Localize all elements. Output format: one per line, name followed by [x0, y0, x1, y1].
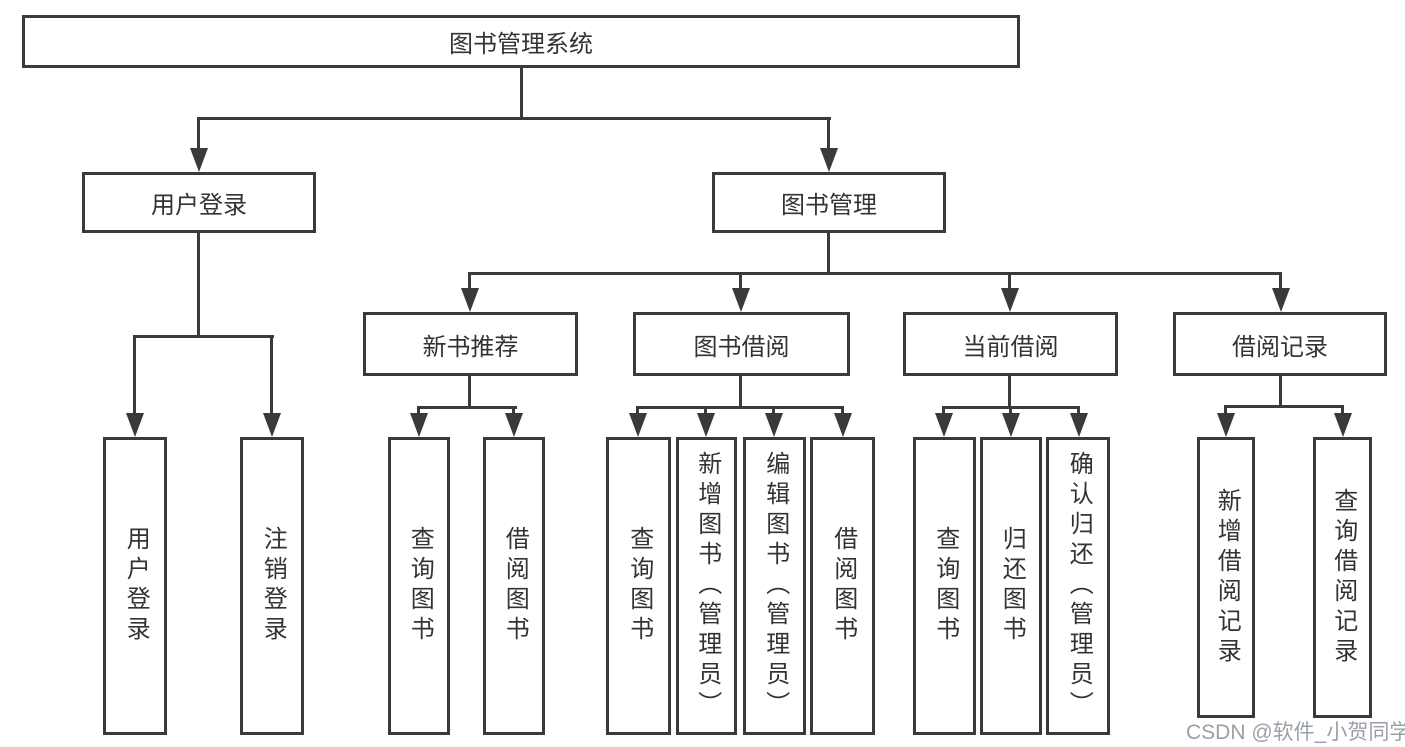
connector-line: [1341, 405, 1344, 415]
connector-line: [468, 376, 471, 407]
connector-line: [512, 406, 515, 415]
connector-line: [417, 406, 517, 409]
arrow-down-icon: [190, 148, 208, 172]
node-label: 图书管理: [781, 192, 877, 219]
arrow-down-icon: [1272, 288, 1290, 312]
leaf-return-books: 归还图书: [980, 437, 1042, 735]
arrow-down-icon: [820, 148, 838, 172]
arrow-down-icon: [765, 413, 783, 437]
connector-line: [739, 376, 742, 407]
connector-line: [197, 117, 200, 150]
node-label: 注销登录: [259, 526, 287, 646]
connector-line: [636, 406, 844, 409]
node-label: 借阅记录: [1232, 333, 1328, 361]
node-label: 新增借阅记录: [1213, 487, 1241, 668]
connector-line: [1224, 405, 1344, 408]
node-label: 图书借阅: [693, 333, 790, 361]
arrow-down-icon: [935, 413, 953, 437]
arrow-down-icon: [834, 413, 852, 437]
arrow-down-icon: [1334, 413, 1352, 437]
leaf-search-books-current: 查询图书: [913, 437, 976, 735]
node-label: 用户登录: [122, 526, 150, 646]
leaf-confirm-return-admin: 确认归还（管理员）: [1046, 437, 1110, 735]
leaf-user-login: 用户登录: [103, 437, 167, 735]
arrow-down-icon: [697, 413, 715, 437]
leaf-search-borrow-record: 查询借阅记录: [1313, 437, 1372, 718]
node-label: 确认归还（管理员）: [1065, 451, 1093, 721]
leaf-add-borrow-record: 新增借阅记录: [1197, 437, 1255, 718]
node-book-borrowing: 图书借阅: [633, 312, 850, 376]
node-book-management: 图书管理: [712, 172, 946, 233]
leaf-search-books-borrowing: 查询图书: [606, 437, 671, 735]
connector-line: [1008, 376, 1011, 407]
node-label: 查询图书: [931, 526, 959, 646]
connector-line: [942, 406, 945, 415]
leaf-edit-books-admin: 编辑图书（管理员）: [743, 437, 806, 735]
node-borrowing-records: 借阅记录: [1173, 312, 1387, 376]
arrow-down-icon: [629, 413, 647, 437]
connector-line: [1279, 272, 1282, 290]
connector-line: [1008, 272, 1011, 290]
arrow-down-icon: [505, 413, 523, 437]
connector-line: [704, 406, 707, 415]
node-label: 借阅图书: [501, 526, 529, 646]
connector-line: [1077, 406, 1080, 415]
node-new-book-recommendation: 新书推荐: [363, 312, 578, 376]
node-current-borrowing: 当前借阅: [903, 312, 1118, 376]
arrow-down-icon: [1217, 413, 1235, 437]
connector-line: [520, 68, 523, 118]
node-library-system: 图书管理系统: [22, 15, 1020, 68]
connector-line: [1224, 405, 1227, 415]
leaf-search-books-recommend: 查询图书: [388, 437, 450, 735]
node-user-login: 用户登录: [82, 172, 316, 233]
node-label: 查询借阅记录: [1329, 487, 1357, 668]
connector-line: [636, 406, 639, 415]
connector-line: [270, 335, 273, 415]
node-label: 当前借阅: [962, 333, 1059, 361]
connector-line: [468, 272, 1282, 275]
arrow-down-icon: [461, 288, 479, 312]
leaf-logout: 注销登录: [240, 437, 304, 735]
connector-line: [1279, 376, 1282, 406]
node-label: 借阅图书: [829, 526, 857, 646]
node-label: 归还图书: [998, 526, 1026, 646]
node-label: 编辑图书（管理员）: [761, 451, 789, 721]
connector-line: [841, 406, 844, 415]
leaf-borrow-books-recommend: 借阅图书: [483, 437, 545, 735]
arrow-down-icon: [126, 413, 144, 437]
connector-line: [468, 272, 471, 290]
arrow-down-icon: [732, 288, 750, 312]
node-label: 新书推荐: [422, 333, 519, 361]
arrow-down-icon: [1002, 413, 1020, 437]
leaf-add-books-admin: 新增图书（管理员）: [676, 437, 737, 735]
leaf-borrow-books: 借阅图书: [810, 437, 875, 735]
connector-line: [133, 335, 274, 338]
arrow-down-icon: [263, 413, 281, 437]
connector-line: [417, 406, 420, 415]
connector-line: [1009, 406, 1012, 415]
connector-line: [827, 233, 830, 274]
connector-line: [133, 335, 136, 415]
connector-line: [772, 406, 775, 415]
connector-line: [827, 117, 830, 150]
node-label: 查询图书: [406, 526, 434, 646]
arrow-down-icon: [1001, 288, 1019, 312]
node-label: 新增图书（管理员）: [693, 451, 721, 721]
csdn-watermark: CSDN @软件_小贺同学: [1186, 721, 1405, 744]
node-label: 图书管理系统: [449, 31, 593, 58]
connector-line: [197, 233, 200, 337]
arrow-down-icon: [410, 413, 428, 437]
connector-line: [739, 272, 742, 290]
node-label: 查询图书: [625, 526, 653, 646]
connector-line: [197, 117, 831, 120]
node-label: 用户登录: [151, 192, 247, 219]
arrow-down-icon: [1070, 413, 1088, 437]
